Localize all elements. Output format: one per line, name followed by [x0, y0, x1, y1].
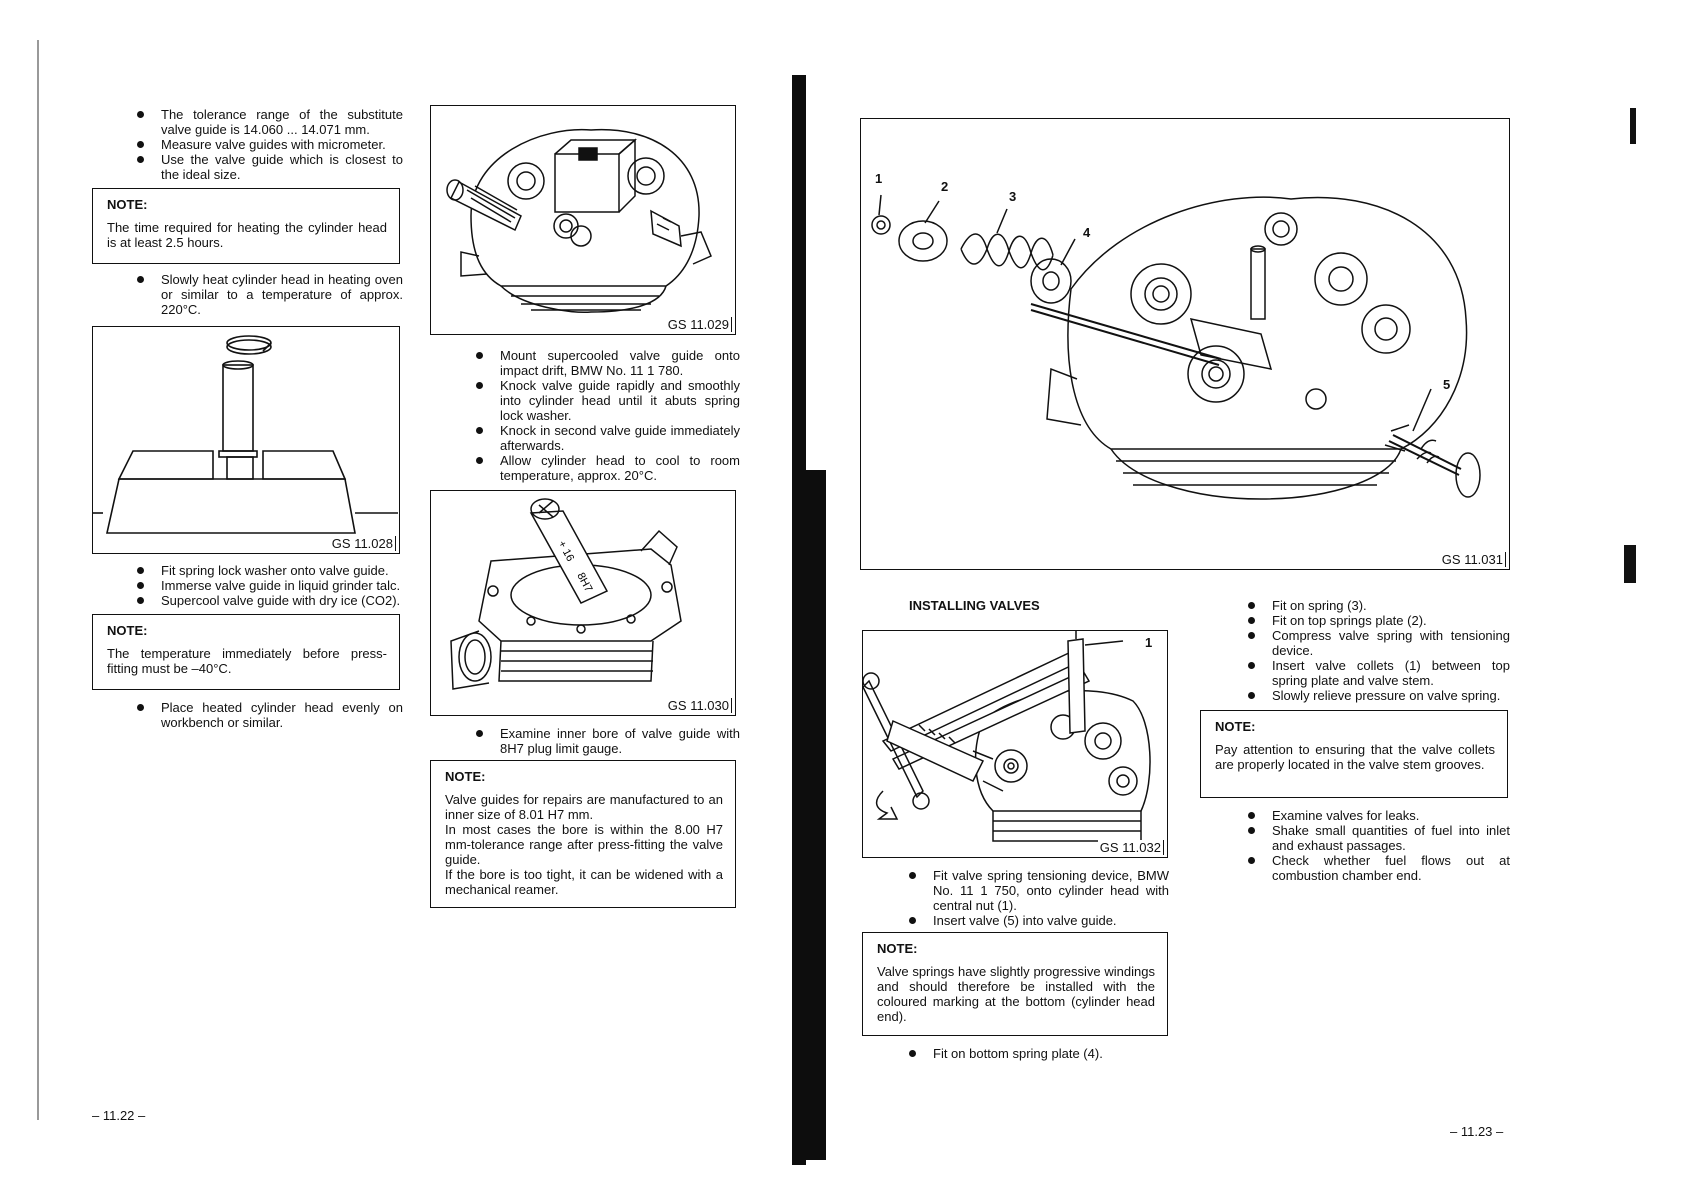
note-title: NOTE:	[877, 941, 918, 956]
figure-gs-11-030: + 16 8H7 GS 11.030	[430, 490, 736, 716]
list-item: Examine valves for leaks.	[1246, 808, 1510, 823]
intro-bullet-list: The tolerance range of the substitute va…	[135, 107, 403, 182]
callout-4: 4	[1083, 225, 1091, 240]
note-box-heating-time: NOTE: The time required for heating the …	[92, 188, 400, 264]
note-text: Valve springs have slightly progressive …	[877, 964, 1155, 1024]
list-item: Knock valve guide rapidly and smoothly i…	[474, 378, 740, 423]
list-item: Place heated cylinder head evenly on wor…	[135, 700, 403, 730]
callout-5: 5	[1443, 377, 1450, 392]
list-item: Fit on top springs plate (2).	[1246, 613, 1510, 628]
scan-edge-mark	[1624, 545, 1636, 583]
list-item: Measure valve guides with micrometer.	[135, 137, 403, 152]
list-item: Insert valve (5) into valve guide.	[907, 913, 1169, 928]
workbench-bullet-list: Place heated cylinder head evenly on wor…	[135, 700, 403, 730]
note-box-valve-collets: NOTE: Pay attention to ensuring that the…	[1200, 710, 1508, 798]
note-box-progressive-windings: NOTE: Valve springs have slightly progre…	[862, 932, 1168, 1036]
figure-gs-11-032: 1 GS 11.032	[862, 630, 1168, 858]
figure-gs-11-029: GS 11.029	[430, 105, 736, 335]
callout-central-nut: 1	[1145, 635, 1152, 650]
list-item: Slowly heat cylinder head in heating ove…	[135, 272, 403, 317]
list-item: Insert valve collets (1) between top spr…	[1246, 658, 1510, 688]
note-title: NOTE:	[107, 197, 148, 212]
note-line: If the bore is too tight, it can be wide…	[445, 867, 723, 897]
list-item: Fit on spring (3).	[1246, 598, 1510, 613]
list-item: Examine inner bore of valve guide with 8…	[474, 726, 740, 756]
valve-guide-illustration	[93, 335, 398, 534]
preparation-bullet-list: Fit spring lock washer onto valve guide.…	[135, 563, 403, 608]
page-number-left: – 11.22 –	[92, 1108, 146, 1123]
list-item: Immerse valve guide in liquid grinder ta…	[135, 578, 403, 593]
list-item: Check whether fuel flows out at combusti…	[1246, 853, 1510, 883]
plug-gauge-illustration: + 16 8H7	[450, 498, 682, 690]
figure-caption: GS 11.030	[665, 698, 732, 713]
spring-assembly-bullet-list: Fit on spring (3). Fit on top springs pl…	[1246, 598, 1510, 703]
list-item: Fit spring lock washer onto valve guide.	[135, 563, 403, 578]
list-item: Knock in second valve guide immediately …	[474, 423, 740, 453]
heating-bullet-list: Slowly heat cylinder head in heating ove…	[135, 272, 403, 317]
list-item: Slowly relieve pressure on valve spring.	[1246, 688, 1510, 703]
bottom-plate-bullet-list: Fit on bottom spring plate (4).	[907, 1046, 1169, 1061]
note-line: Valve guides for repairs are manufacture…	[445, 792, 723, 822]
note-box-repair-size: NOTE: Valve guides for repairs are manuf…	[430, 760, 736, 908]
list-item: The tolerance range of the substitute va…	[135, 107, 403, 137]
list-item: Mount supercooled valve guide onto impac…	[474, 348, 740, 378]
callout-3: 3	[1009, 189, 1016, 204]
figure-caption: GS 11.032	[1097, 840, 1164, 855]
figure-gs-11-031: 1 2 3 4 5 GS 11.031	[860, 118, 1510, 570]
cylinder-head-drift-illustration	[446, 128, 712, 314]
callout-1: 1	[875, 171, 882, 186]
book-spine-shadow-lower	[800, 470, 826, 1160]
list-item: Fit on bottom spring plate (4).	[907, 1046, 1169, 1061]
scan-edge-line	[37, 40, 39, 1120]
leak-test-bullet-list: Examine valves for leaks. Shake small qu…	[1246, 808, 1510, 883]
list-item: Allow cylinder head to cool to room temp…	[474, 453, 740, 483]
list-item: Use the valve guide which is closest to …	[135, 152, 403, 182]
tensioning-bullet-list: Fit valve spring tensioning device, BMW …	[907, 868, 1169, 928]
inspection-bullet-list: Examine inner bore of valve guide with 8…	[474, 726, 740, 756]
valve-assembly-exploded-illustration: 1 2 3 4 5	[871, 171, 1481, 500]
list-item: Compress valve spring with tensioning de…	[1246, 628, 1510, 658]
page-number-right: – 11.23 –	[1450, 1124, 1504, 1139]
scan-edge-mark	[1630, 108, 1636, 144]
note-text: The time required for heating the cylind…	[107, 220, 387, 250]
figure-gs-11-028: GS 11.028	[92, 326, 400, 554]
list-item: Shake small quantities of fuel into inle…	[1246, 823, 1510, 853]
section-heading: INSTALLING VALVES	[909, 598, 1040, 613]
spring-tensioning-device-illustration: 1	[863, 631, 1152, 842]
note-line: In most cases the bore is within the 8.0…	[445, 822, 723, 867]
note-text: The temperature immediately before press…	[107, 646, 387, 676]
note-box-temperature: NOTE: The temperature immediately before…	[92, 614, 400, 690]
note-text: Pay attention to ensuring that the valve…	[1215, 742, 1495, 772]
note-title: NOTE:	[1215, 719, 1256, 734]
note-title: NOTE:	[445, 769, 486, 784]
figure-caption: GS 11.028	[329, 536, 396, 551]
figure-caption: GS 11.029	[665, 317, 732, 332]
knock-in-bullet-list: Mount supercooled valve guide onto impac…	[474, 348, 740, 483]
callout-2: 2	[941, 179, 948, 194]
note-title: NOTE:	[107, 623, 148, 638]
figure-caption: GS 11.031	[1439, 552, 1506, 567]
list-item: Supercool valve guide with dry ice (CO2)…	[135, 593, 403, 608]
list-item: Fit valve spring tensioning device, BMW …	[907, 868, 1169, 913]
